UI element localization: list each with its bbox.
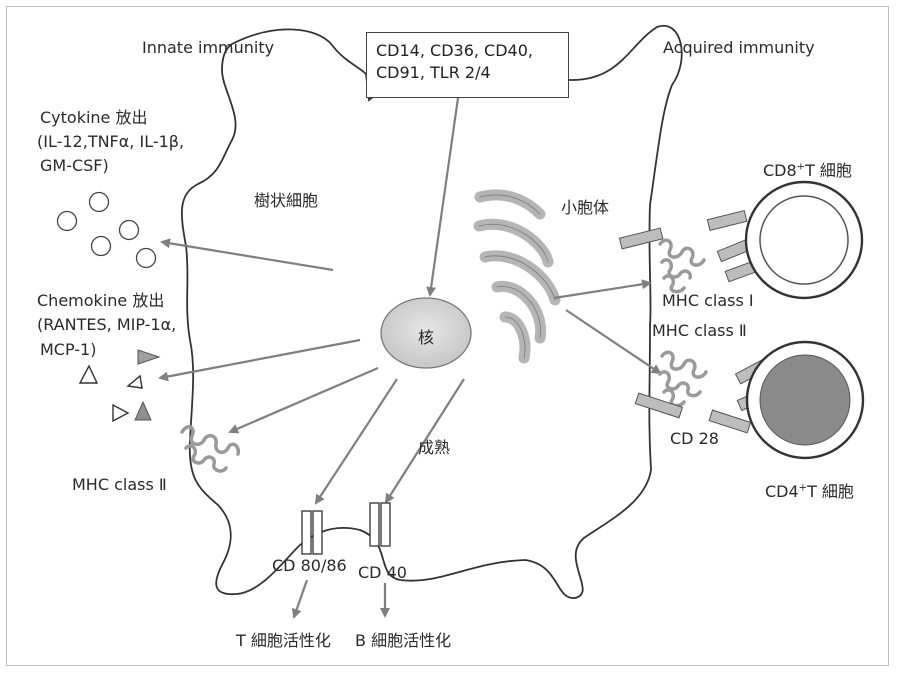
mhc1-squiggle — [660, 240, 704, 291]
vesicle-label: 小胞体 — [561, 197, 609, 218]
cytokine-line-1: (IL-12,TNFα, IL-1β, — [37, 131, 184, 152]
t-activation-label: T 細胞活性化 — [236, 630, 331, 651]
mhc2-right-label: MHC class Ⅱ — [652, 320, 747, 341]
chemokine-triangle — [113, 405, 128, 421]
cd8-prefix: CD8 — [763, 161, 797, 180]
cd28-label: CD 28 — [670, 428, 719, 449]
chemokine-triangle — [128, 376, 142, 388]
cd4-prefix: CD4 — [765, 482, 799, 501]
cytokine-circle — [120, 221, 139, 240]
cd40-label: CD 40 — [358, 562, 407, 583]
receptor-bar — [707, 211, 747, 231]
chemokine-title: Chemokine 放出 — [37, 290, 164, 311]
cd80-receptor — [302, 511, 311, 554]
acquired-immunity-label: Acquired immunity — [663, 37, 815, 58]
innate-immunity-label: Innate immunity — [142, 37, 274, 58]
cd40-receptor — [370, 503, 379, 546]
maturation-label: 成熟 — [418, 437, 450, 458]
cytokine-circle — [92, 237, 111, 256]
cytokine-circle — [58, 212, 77, 231]
dendritic-cell-label: 樹状細胞 — [254, 190, 318, 211]
cytokine-circle — [90, 193, 109, 212]
cd4-t-cell-label: CD4+T 細胞 — [765, 481, 854, 502]
mhc2-right-squiggle — [660, 352, 706, 405]
cd80-label: CD 80/86 — [272, 555, 347, 576]
cd4-suffix: T 細胞 — [807, 482, 854, 501]
t-activation-arrow — [294, 580, 307, 617]
mhc1-label: MHC class Ⅰ — [662, 290, 754, 311]
receptor-line-1: CD14, CD36, CD40, — [376, 40, 568, 62]
cd8-t-cell-label: CD8+T 細胞 — [763, 160, 852, 181]
receptor-line-2: CD91, TLR 2/4 — [376, 62, 568, 84]
cytokine-title: Cytokine 放出 — [40, 107, 148, 128]
chemokine-triangle — [135, 402, 151, 420]
cd4-t-cell-inner — [760, 355, 850, 445]
cd80-receptor — [313, 511, 322, 554]
cd8-suffix: T 細胞 — [805, 161, 852, 180]
nucleus-label: 核 — [418, 327, 434, 348]
mhc2-left-label: MHC class Ⅱ — [72, 474, 167, 495]
cd8-sup: + — [797, 162, 805, 173]
cd8-t-cell-inner — [760, 196, 848, 284]
cd40-receptor — [381, 503, 390, 546]
cytokine-line-2: GM-CSF) — [40, 155, 109, 176]
chemokine-line-1: (RANTES, MIP-1α, — [37, 314, 176, 335]
cytokine-circle — [137, 249, 156, 268]
chemokine-triangle — [80, 366, 97, 383]
receptor-box: CD14, CD36, CD40, CD91, TLR 2/4 — [366, 32, 569, 98]
b-activation-label: B 細胞活性化 — [355, 630, 451, 651]
cd4-sup: + — [799, 483, 807, 494]
chemokine-triangle — [138, 350, 159, 364]
chemokine-line-2: MCP-1) — [40, 339, 96, 360]
